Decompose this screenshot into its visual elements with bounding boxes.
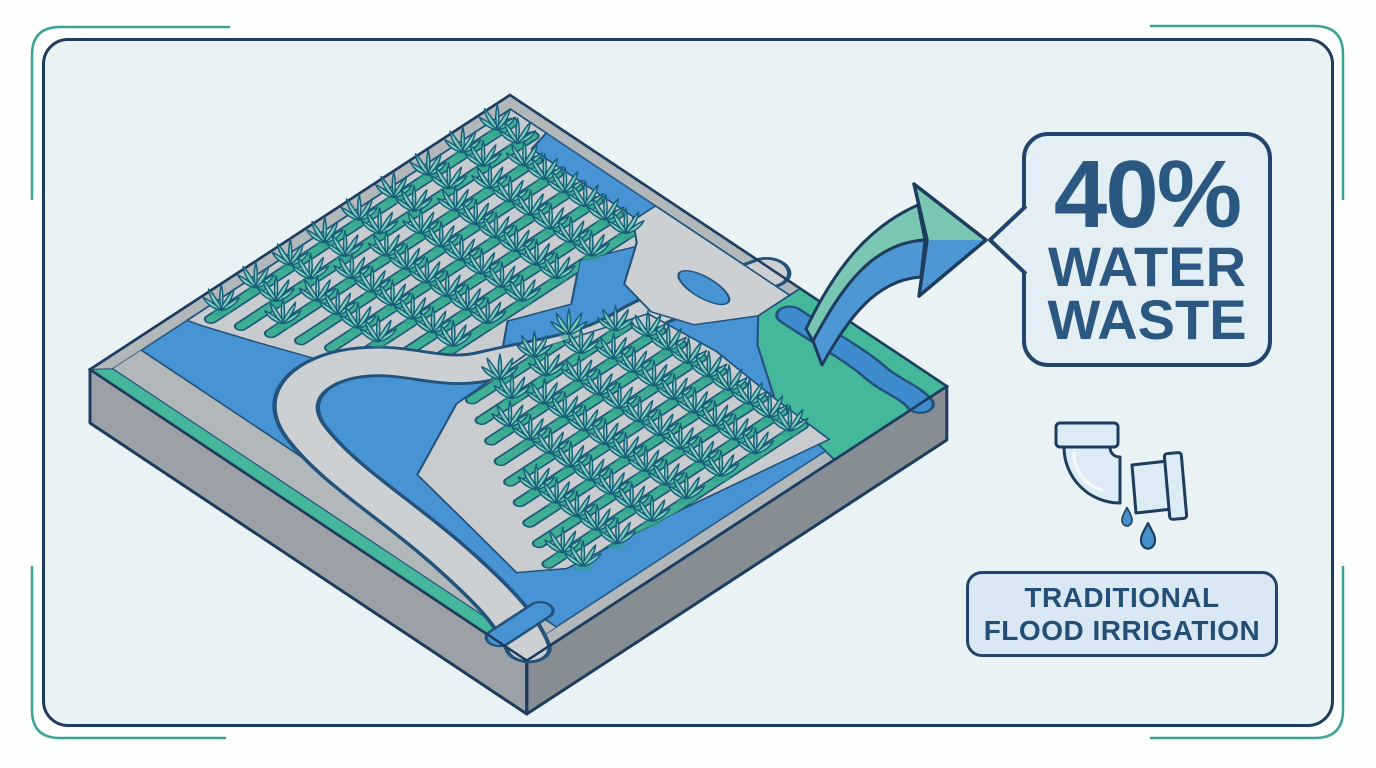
badge-line1: TRADITIONAL xyxy=(1024,582,1220,613)
broken-pipe-icon xyxy=(1054,421,1189,550)
water-drop-icon xyxy=(1121,506,1157,550)
bottom-spill xyxy=(484,601,555,648)
pond xyxy=(677,269,731,306)
irrigation-type-badge: TRADITIONAL FLOOD IRRIGATION xyxy=(966,571,1278,657)
waste-label-line1: WATER xyxy=(1047,235,1247,298)
pipe-elbow xyxy=(1062,445,1122,505)
waste-label-line2: WASTE xyxy=(1047,288,1247,351)
waste-percentage: 40% xyxy=(1053,141,1242,248)
pipe-flange-top xyxy=(1054,421,1120,449)
pipe-flange-right xyxy=(1162,451,1189,521)
field-outline xyxy=(87,93,950,663)
callout-tail xyxy=(988,204,1028,276)
badge-line2: FLOOD IRRIGATION xyxy=(983,615,1261,646)
water-waste-callout: 40% WATER WASTE xyxy=(1022,132,1272,367)
curved-arrow-icon xyxy=(804,182,988,367)
